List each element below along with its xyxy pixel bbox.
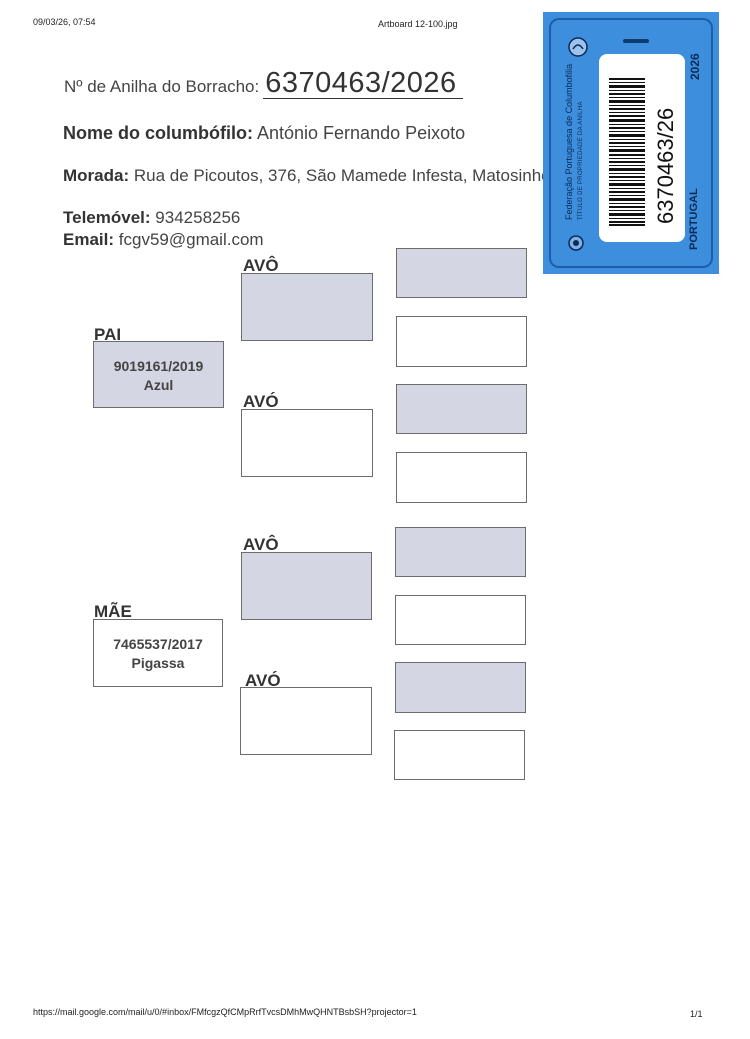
maternal-grandfather-box xyxy=(241,552,372,620)
father-ring: 9019161/2019 xyxy=(113,358,204,374)
print-url: https://mail.google.com/mail/u/0/#inbox/… xyxy=(33,1007,417,1017)
phone-label: Telemóvel: xyxy=(63,208,151,227)
phone-row: Telemóvel: 934258256 xyxy=(63,208,240,228)
card-year: 2026 xyxy=(688,53,702,80)
owner-name-value: António Fernando Peixoto xyxy=(257,123,466,143)
great-grandparent-box-3 xyxy=(396,384,527,434)
card-subtitle: TÍTULO DE PROPRIEDADE DA ANILHA xyxy=(578,101,584,220)
address-value: Rua de Picoutos, 376, São Mamede Infesta… xyxy=(133,166,560,185)
email-row: Email: fcgv59@gmail.com xyxy=(63,230,264,250)
ring-number-value: 6370463/2026 xyxy=(263,68,463,99)
mother-label: MÃE xyxy=(94,602,132,621)
paternal-grandmother-box xyxy=(241,409,373,477)
great-grandparent-box-7 xyxy=(395,662,526,713)
great-grandparent-box-8 xyxy=(394,730,525,780)
barcode-icon xyxy=(609,78,645,226)
great-grandparent-box-1 xyxy=(396,248,527,298)
maternal-grandfather-label: AVÔ xyxy=(243,535,279,554)
father-label: PAI xyxy=(94,325,122,344)
maternal-grandmother-box xyxy=(240,687,372,755)
father-box: 9019161/2019 Azul xyxy=(93,341,224,408)
maternal-grandmother-label: AVÓ xyxy=(245,671,281,690)
paternal-grandmother-label: AVÓ xyxy=(243,392,279,411)
barcode-panel: 6370463/26 xyxy=(599,54,685,242)
great-grandparent-box-4 xyxy=(396,452,527,503)
card-country: PORTUGAL xyxy=(688,188,700,250)
paternal-grandfather-box xyxy=(241,273,373,341)
great-grandparent-box-2 xyxy=(396,316,527,367)
mother-box: 7465537/2017 Pigassa xyxy=(93,619,223,687)
email-value: fcgv59@gmail.com xyxy=(118,230,264,249)
address-row: Morada: Rua de Picoutos, 376, São Mamede… xyxy=(63,166,559,186)
phone-value: 934258256 xyxy=(155,208,241,227)
card-hang-slot xyxy=(623,39,649,43)
mother-ring: 7465537/2017 xyxy=(113,636,203,652)
great-grandparent-box-5 xyxy=(395,527,526,577)
print-page-number: 1/1 xyxy=(690,1009,703,1019)
mother-color: Pigassa xyxy=(131,655,185,671)
owner-name-label: Nome do columbófilo: xyxy=(63,123,253,143)
father-color: Azul xyxy=(143,377,174,393)
address-label: Morada: xyxy=(63,166,130,185)
federation-emblem-icon xyxy=(567,36,589,58)
paternal-grandfather-label: AVÔ xyxy=(243,256,279,275)
ring-ownership-card: Federação Portuguesa de Columbofilia TÍT… xyxy=(543,12,719,274)
card-frame xyxy=(549,18,713,268)
print-datetime: 09/03/26, 07:54 xyxy=(33,17,96,27)
owner-name-row: Nome do columbófilo: António Fernando Pe… xyxy=(63,123,465,144)
ring-number-label: Nº de Anilha do Borracho: xyxy=(64,77,260,96)
great-grandparent-box-6 xyxy=(395,595,526,645)
print-file-title: Artboard 12-100.jpg xyxy=(378,19,458,29)
ring-number-row: Nº de Anilha do Borracho: 6370463/2026 xyxy=(64,68,463,99)
email-label: Email: xyxy=(63,230,115,249)
card-ring-number: 6370463/26 xyxy=(653,107,678,224)
seal-icon xyxy=(567,234,585,252)
card-federation-name: Federação Portuguesa de Columbofilia xyxy=(564,63,574,220)
